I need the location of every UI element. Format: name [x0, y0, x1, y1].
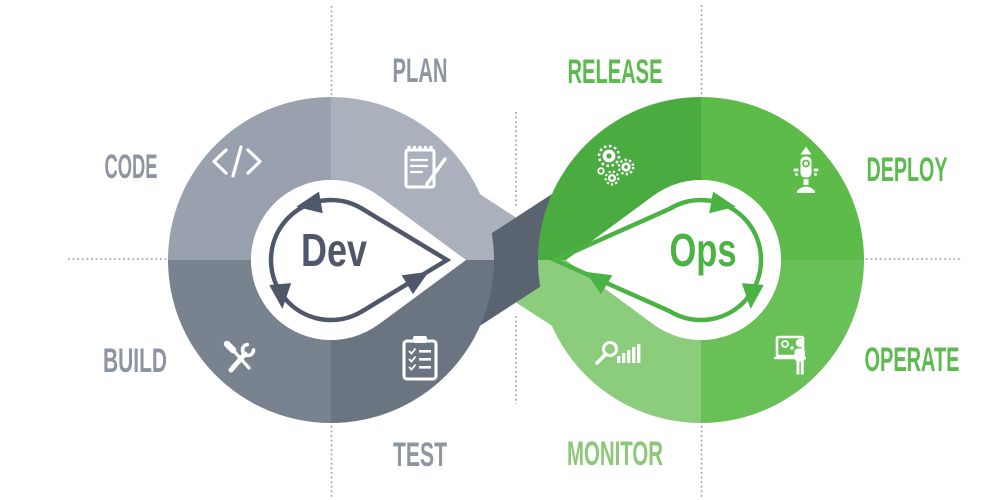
ops-ring-monitor-segment [538, 260, 701, 423]
stage-label-deploy: DEPLOY [867, 151, 948, 189]
ops-arrowhead-top [709, 191, 736, 214]
ops-arrowhead-bottom [741, 283, 764, 309]
dev-ring-code-segment [168, 97, 331, 260]
dev-title: Dev [301, 224, 367, 276]
clipboard-checklist-icon [402, 336, 438, 381]
rocket-icon [793, 146, 819, 193]
stage-label-monitor: MONITOR [567, 435, 663, 473]
ops-ring-deploy-segment [701, 97, 864, 260]
stage-label-plan: PLAN [393, 52, 448, 90]
dev-arrowhead-cross [401, 271, 429, 295]
dev-arrowhead-bottom [269, 283, 292, 309]
notepad-pencil-icon [404, 145, 447, 189]
ops-cycle-path [549, 197, 764, 323]
presentation-board-icon [774, 335, 806, 375]
gears-icon [597, 144, 635, 186]
dev-ring-plan-segment [331, 97, 494, 260]
ops-title: Ops [670, 224, 737, 276]
stage-label-release: RELEASE [568, 53, 663, 91]
stage-label-operate: OPERATE [865, 341, 960, 379]
dev-cycle-path [268, 197, 452, 323]
wrench-screwdriver-icon [223, 340, 256, 373]
ops-ring-release-segment [538, 97, 701, 260]
code-brackets-icon [212, 145, 262, 178]
dev-ring-build-segment [168, 260, 331, 423]
magnifier-chart-icon [595, 341, 641, 365]
ops-cycle-arrow [549, 191, 764, 323]
stage-label-test: TEST [393, 436, 447, 474]
dev-cycle-arrow [268, 191, 452, 323]
ops-loop-inner-area [566, 179, 781, 340]
ops-arrowhead-cross [585, 271, 613, 295]
guide-lines [68, 5, 963, 497]
dev-arrowhead-top [296, 191, 323, 214]
stage-label-build: BUILD [103, 342, 167, 380]
dev-loop-inner-area [251, 180, 466, 340]
stage-label-code: CODE [105, 148, 158, 186]
